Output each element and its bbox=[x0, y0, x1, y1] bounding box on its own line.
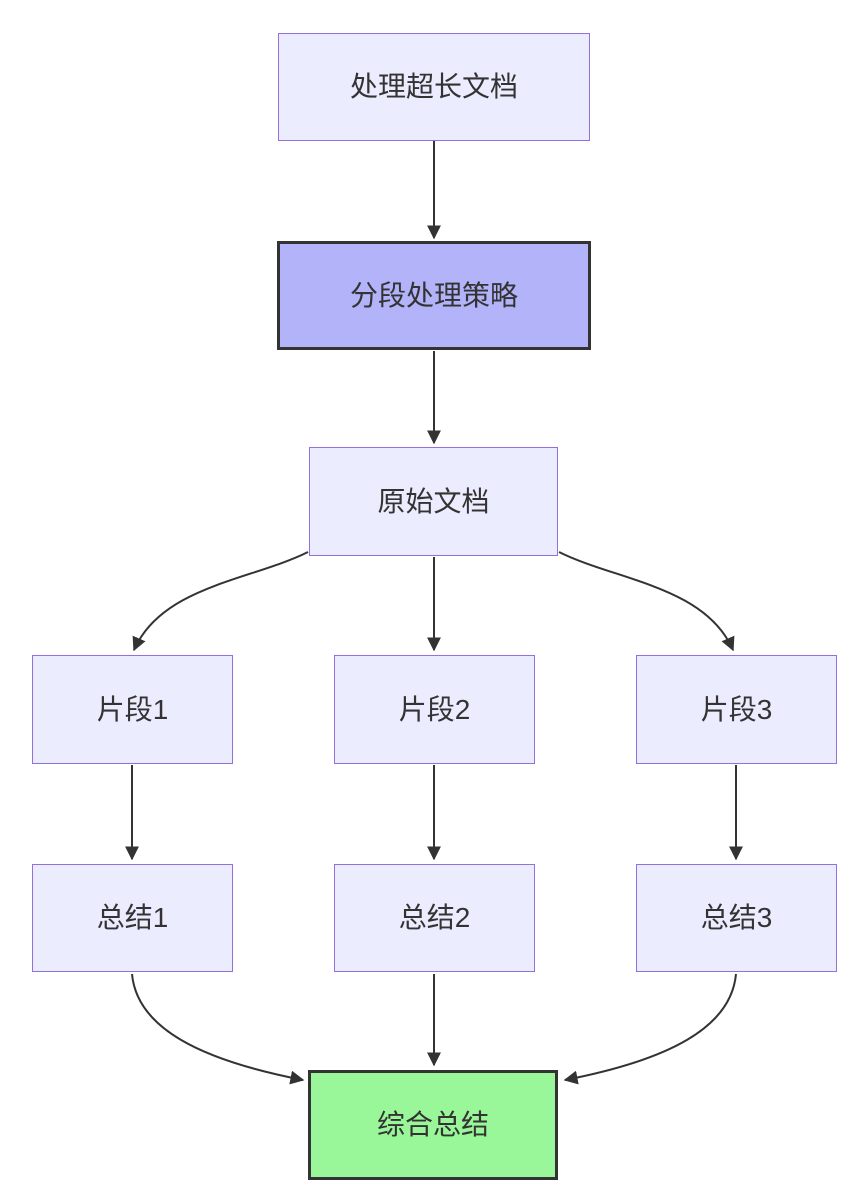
node-original-doc: 原始文档 bbox=[309, 447, 558, 556]
node-final-summary: 综合总结 bbox=[308, 1070, 558, 1180]
node-summary-2: 总结2 bbox=[334, 864, 535, 972]
node-summary-2-label: 总结2 bbox=[398, 902, 471, 933]
node-segment-strategy-label: 分段处理策略 bbox=[349, 279, 518, 311]
node-original-doc-label: 原始文档 bbox=[377, 485, 490, 517]
node-fragment-1: 片段1 bbox=[32, 655, 233, 764]
node-fragment-2: 片段2 bbox=[334, 655, 535, 764]
node-summary-1-label: 总结1 bbox=[96, 902, 169, 933]
node-fragment-2-label: 片段2 bbox=[398, 693, 471, 725]
node-summary-3: 总结3 bbox=[636, 864, 837, 972]
node-summary-3-label: 总结3 bbox=[700, 902, 773, 933]
node-fragment-3-label: 片段3 bbox=[700, 693, 773, 725]
node-final-summary-label: 综合总结 bbox=[376, 1109, 489, 1140]
node-segment-strategy: 分段处理策略 bbox=[277, 241, 591, 350]
node-fragment-3: 片段3 bbox=[636, 655, 837, 764]
edge-original-doc-to-fragment-1 bbox=[132, 551, 309, 652]
edge-original-doc-to-fragment-3 bbox=[558, 551, 735, 652]
node-process-long-doc: 处理超长文档 bbox=[278, 33, 590, 141]
node-process-long-doc-label: 处理超长文档 bbox=[349, 71, 518, 102]
edge-summary-1-to-final-summary bbox=[131, 973, 305, 1085]
node-summary-1: 总结1 bbox=[32, 864, 233, 972]
edge-summary-3-to-final-summary bbox=[563, 973, 737, 1085]
node-fragment-1-label: 片段1 bbox=[96, 693, 169, 725]
